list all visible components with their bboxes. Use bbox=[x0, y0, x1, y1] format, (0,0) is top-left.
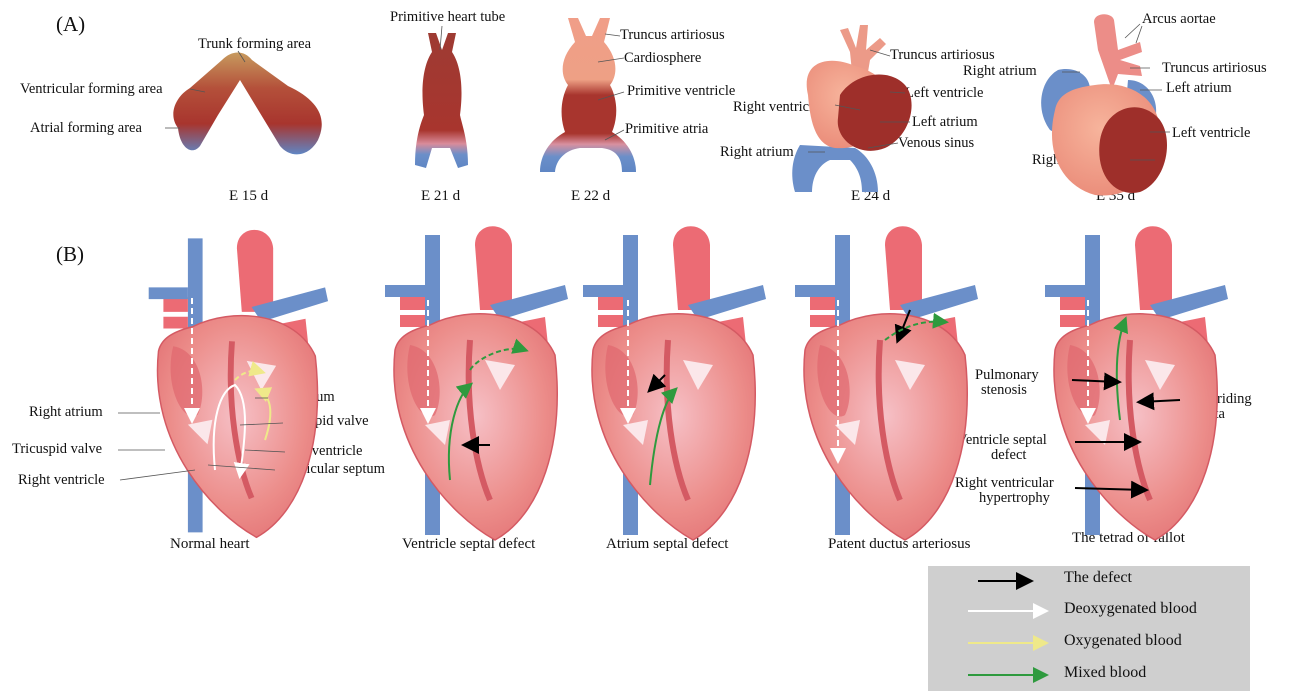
legend-arrows bbox=[968, 581, 1045, 675]
asd-heart bbox=[583, 226, 766, 540]
tof-heart bbox=[1045, 226, 1228, 540]
pda-heart bbox=[795, 226, 978, 540]
e21-heart-tube bbox=[415, 33, 468, 168]
vsd-heart bbox=[385, 226, 568, 540]
normal-heart bbox=[149, 230, 328, 537]
e35-heart bbox=[1041, 14, 1167, 195]
e22-heart bbox=[540, 18, 636, 172]
e15-embryo bbox=[173, 53, 321, 155]
